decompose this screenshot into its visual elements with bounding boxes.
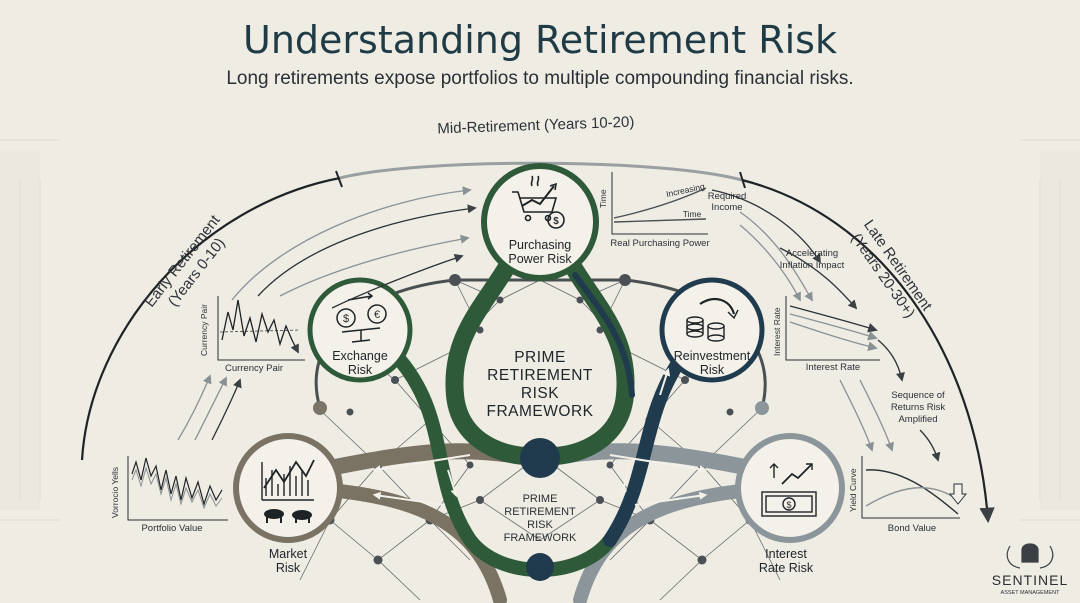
svg-text:FRAMEWORK: FRAMEWORK (504, 532, 577, 544)
early-retirement-label: Early Retirement (Years 0-10) (141, 211, 228, 310)
reinvestment-risk-node: Reinvestment Risk (659, 277, 765, 383)
svg-text:FRAMEWORK: FRAMEWORK (487, 403, 594, 420)
early-flow-arrows (177, 186, 477, 441)
page-subtitle: Long retirements expose portfolios to mu… (226, 68, 853, 89)
purchasing-ylabel: Time (598, 189, 608, 208)
svg-text:PRIME: PRIME (514, 349, 566, 366)
portfolio-ylabel: Vorrocio Yells (110, 467, 120, 518)
currency-pair-ylabel: Currency Pair (199, 304, 209, 356)
portfolio-value-chart: Vorrocio Yells Portfolio Value (110, 456, 228, 534)
svg-text:$: $ (786, 500, 791, 510)
brand-tagline: ASSET MANAGEMENT (1001, 590, 1061, 596)
accelerating-inflation-note: Accelerating Inflation Impact (780, 248, 845, 271)
interest-rate-chart: Interest Rate Interest Rate (772, 296, 880, 373)
svg-text:$: $ (343, 313, 349, 325)
svg-text:Exchange: Exchange (332, 349, 388, 363)
portfolio-xlabel: Portfolio Value (141, 523, 202, 534)
framework-hub-node (520, 438, 560, 478)
purchasing-line-bottom-label: Time (683, 209, 702, 219)
currency-pair-xlabel: Currency Pair (225, 363, 283, 374)
sequence-of-returns-note: Sequence of Returns Risk Amplified (891, 390, 946, 425)
svg-text:Purchasing: Purchasing (509, 238, 572, 252)
purchasing-power-node: $ Purchasing Power Risk (481, 163, 599, 281)
interest-ylabel: Interest Rate (772, 307, 782, 356)
brand-logo: SENTINEL ASSET MANAGEMENT (992, 543, 1068, 596)
band-arrows (372, 367, 708, 506)
svg-text:Sequence of: Sequence of (891, 390, 945, 401)
svg-text:$: $ (553, 216, 559, 227)
bond-certificate-icon (761, 463, 817, 517)
svg-text:Returns Risk: Returns Risk (891, 402, 946, 413)
svg-text:Risk: Risk (276, 561, 301, 575)
svg-text:RISK: RISK (521, 385, 559, 402)
bond-xlabel: Bond Value (888, 523, 936, 534)
svg-text:Interest: Interest (765, 547, 807, 561)
svg-text:PRIME: PRIME (523, 493, 558, 505)
svg-text:Rate Risk: Rate Risk (759, 561, 814, 575)
framework-base-node (526, 553, 554, 581)
svg-text:Accelerating: Accelerating (786, 248, 838, 259)
svg-text:RETIREMENT: RETIREMENT (487, 367, 593, 384)
late-flow-arrows (711, 189, 941, 462)
currency-pair-chart: Currency Pair Currency Pair (199, 296, 305, 374)
svg-text:€: € (374, 309, 380, 321)
connector-node-interest (755, 401, 769, 415)
interest-xlabel: Interest Rate (806, 362, 860, 373)
svg-text:Reinvestment: Reinvestment (674, 349, 751, 363)
svg-text:Risk: Risk (348, 363, 373, 377)
svg-text:Income: Income (711, 202, 742, 213)
bull-bear-icon (264, 509, 312, 523)
framework-lower-label: PRIME RETIREMENT RISK FRAMEWORK (504, 493, 577, 544)
exchange-risk-node: $ € Exchange Risk (307, 277, 413, 383)
bond-value-chart: Yield Curve Bond Value (848, 456, 968, 534)
framework-upper-label: PRIME RETIREMENT RISK FRAMEWORK (487, 349, 594, 420)
purchasing-xlabel: Real Purchasing Power (610, 238, 709, 249)
late-retirement-label: Late Retirement (Years 20-30+) (848, 217, 936, 321)
shopping-cart-icon (512, 175, 565, 229)
interest-rate-risk-node: $ Interest Rate Risk (735, 433, 845, 575)
background-columns (0, 139, 1080, 521)
svg-text:Amplified: Amplified (898, 414, 937, 425)
market-risk-node: Market Risk (233, 433, 343, 575)
currency-exchange-icon (336, 292, 387, 343)
brand-name: SENTINEL (992, 572, 1068, 588)
connector-node-left (449, 274, 461, 286)
page-title: Understanding Retirement Risk (243, 18, 837, 62)
connector-node-market (313, 401, 327, 415)
svg-text:Risk: Risk (700, 363, 725, 377)
laurel-helmet-icon (1006, 543, 1054, 569)
coin-stack-icon (686, 297, 739, 342)
svg-text:RETIREMENT: RETIREMENT (504, 506, 576, 518)
connector-node-right (619, 274, 631, 286)
svg-text:Required: Required (708, 191, 747, 202)
svg-text:RISK: RISK (527, 519, 553, 531)
required-income-note: Required Income (708, 191, 747, 213)
svg-text:Market: Market (269, 547, 308, 561)
svg-text:Inflation Impact: Inflation Impact (780, 260, 845, 271)
mid-retirement-label: Mid-Retirement (Years 10-20) (437, 114, 635, 138)
bond-ylabel: Yield Curve (848, 468, 858, 512)
svg-text:Power Risk: Power Risk (508, 252, 572, 266)
purchasing-power-chart: Time Increasing Time Real Purchasing Pow… (598, 172, 710, 249)
bull-bear-chart-icon (261, 459, 315, 501)
